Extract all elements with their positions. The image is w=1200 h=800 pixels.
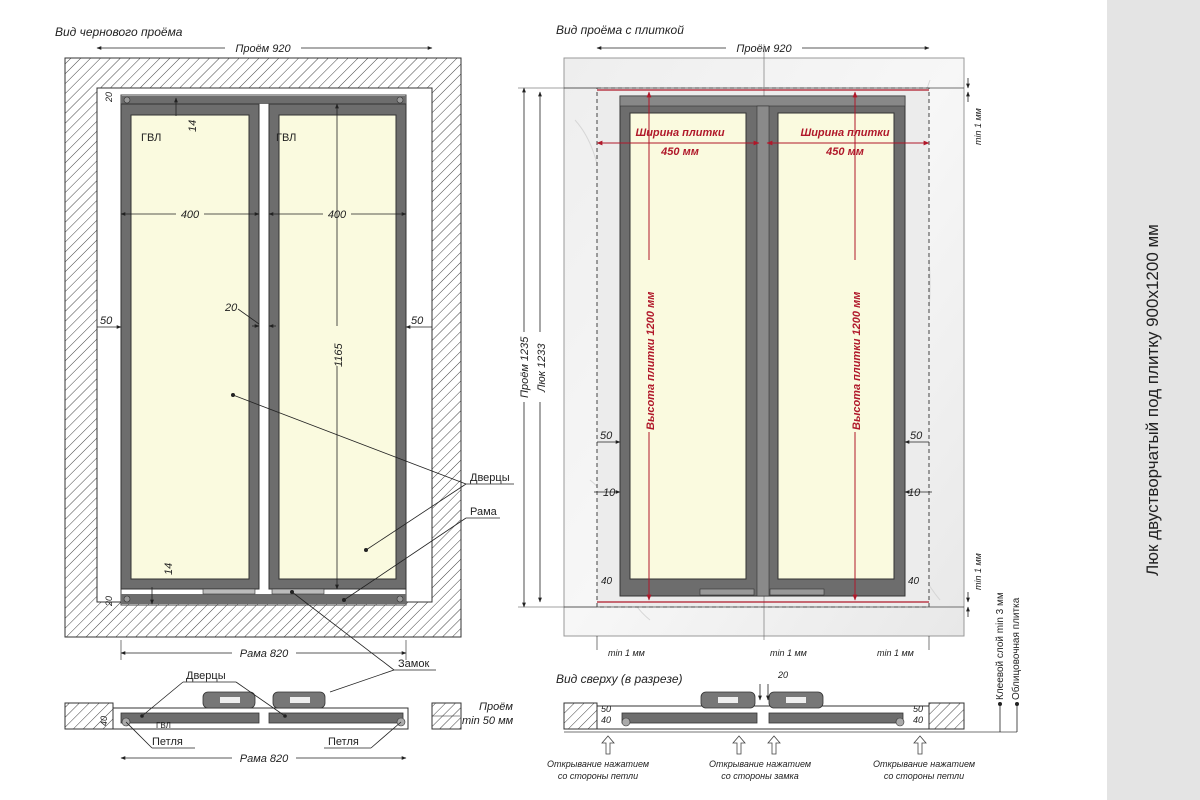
top-section-frame	[596, 705, 930, 730]
section-opening-min: min 50 мм	[462, 715, 514, 727]
push-arrow-center-right	[767, 735, 781, 755]
section-frame-width: Рама 820	[240, 753, 289, 765]
door-height-dim: 1165	[333, 342, 345, 367]
top-section-wall-right	[928, 702, 965, 730]
top-section-heading: Вид сверху (в разрезе)	[556, 672, 683, 686]
tile-width-label-right: Ширина плитки	[800, 127, 889, 139]
opening-width-label: Проём 920	[235, 43, 291, 55]
door-gap-dim: 20	[224, 302, 238, 314]
door-width-left: 400	[181, 209, 200, 221]
tile-height-label-right: Высота плитки 1200 мм	[851, 292, 863, 430]
wall-hatching	[64, 57, 462, 638]
callout-lock: Замок	[398, 658, 429, 670]
push-note-right-1: Открывание нажатием	[873, 759, 975, 769]
min-gap-bottom: min 1 мм	[973, 553, 983, 590]
title-band	[1107, 0, 1200, 800]
tiled-inner-gap-left: 10	[603, 487, 616, 499]
section-right-door	[268, 712, 404, 724]
tiled-inner-gap-right: 10	[908, 487, 921, 499]
top-section-wall-left	[563, 702, 598, 730]
tile-width-value-right: 450 мм	[825, 146, 864, 158]
section-left-door	[120, 712, 260, 724]
push-note-right-2: со стороны петли	[884, 771, 964, 781]
push-note-center-1: Открывание нажатием	[709, 759, 811, 769]
push-note-left-2: со стороны петли	[558, 771, 638, 781]
frame-top-rail	[121, 96, 406, 104]
corner-dim-top: 20	[104, 92, 114, 103]
door-width-right: 400	[328, 209, 347, 221]
section-wall-left	[64, 702, 114, 730]
tiled-bottom-left-40: 40	[601, 576, 613, 587]
push-note-center-2: со стороны замка	[721, 771, 799, 781]
tiled-right-panel	[777, 112, 895, 580]
dim-14-bottom: 14	[163, 563, 175, 575]
tiled-side-gap-left: 50	[600, 430, 613, 442]
dim-14-top: 14	[187, 120, 199, 132]
section-gvl-label: ГВЛ	[156, 721, 171, 730]
hinge-label-right: Петля	[328, 736, 359, 748]
min-gap-right: min 1 мм	[877, 648, 914, 658]
left-door-gvl-panel	[130, 114, 250, 580]
section-opening-label: Проём	[479, 701, 513, 713]
section-doors-label: Дверцы	[186, 670, 226, 682]
rough-opening-view: Вид чернового проёма Проём 920 ГВЛ ГВЛ 2…	[55, 25, 514, 693]
tiled-side-gap-right: 50	[910, 430, 923, 442]
frame-bottom-rail	[121, 594, 406, 604]
min-gap-center: min 1 мм	[770, 648, 807, 658]
tile-width-value-left: 450 мм	[660, 146, 699, 158]
tiled-opening-width: Проём 920	[736, 43, 792, 55]
corner-dim-bottom: 20	[104, 596, 114, 607]
section-depth-40: 40	[99, 716, 109, 726]
opening-height-label: Проём 1235	[519, 336, 531, 398]
push-note-left-1: Открывание нажатием	[547, 759, 649, 769]
top-section-left-door	[621, 712, 758, 724]
top-section-50-right: 50	[913, 704, 923, 714]
top-section-right-door	[768, 712, 904, 724]
top-section-40-right: 40	[913, 715, 923, 725]
adhesive-note: Клеевой слой min 3 мм	[995, 592, 1006, 700]
push-arrow-center-left	[732, 735, 746, 755]
rough-section-view: ГВЛ 40 Дверцы Петля Петля Проём min 50 м…	[64, 670, 514, 765]
rough-opening-heading: Вид чернового проёма	[55, 25, 183, 39]
min-gap-left: min 1 мм	[608, 648, 645, 658]
tile-height-label-left: Высота плитки 1200 мм	[645, 292, 657, 430]
gvl-label-right: ГВЛ	[276, 132, 296, 144]
side-gap-right: 50	[411, 315, 424, 327]
tiled-opening-view: Вид проёма с плиткой Проём 920 Ширина пл…	[515, 23, 1022, 700]
top-section-50-left: 50	[601, 704, 611, 714]
tiled-bottom-right-40: 40	[908, 576, 920, 587]
callout-frame: Рама	[470, 506, 498, 518]
push-arrow-left	[601, 735, 615, 755]
top-section-gap-20: 20	[777, 670, 788, 680]
frame-width-label: Рама 820	[240, 648, 289, 660]
side-gap-left: 50	[100, 315, 113, 327]
gvl-label-left: ГВЛ	[141, 132, 161, 144]
top-section-40-left: 40	[601, 715, 611, 725]
section-frame	[112, 707, 409, 730]
lock-left	[202, 588, 256, 595]
top-section-view: Вид сверху (в разрезе) 50 40 50 40 20 От…	[547, 670, 1019, 781]
push-arrow-right	[913, 735, 927, 755]
min-gap-top: min 1 мм	[973, 108, 983, 145]
facing-note: Облицовочная плитка	[1010, 597, 1022, 700]
hinge-label-left: Петля	[152, 736, 183, 748]
lock-right	[271, 588, 325, 595]
tile-width-label-left: Ширина плитки	[635, 127, 724, 139]
hatch-height-label: Люк 1233	[536, 343, 548, 393]
tiled-opening-heading: Вид проёма с плиткой	[556, 23, 684, 37]
callout-doors: Дверцы	[470, 472, 510, 484]
